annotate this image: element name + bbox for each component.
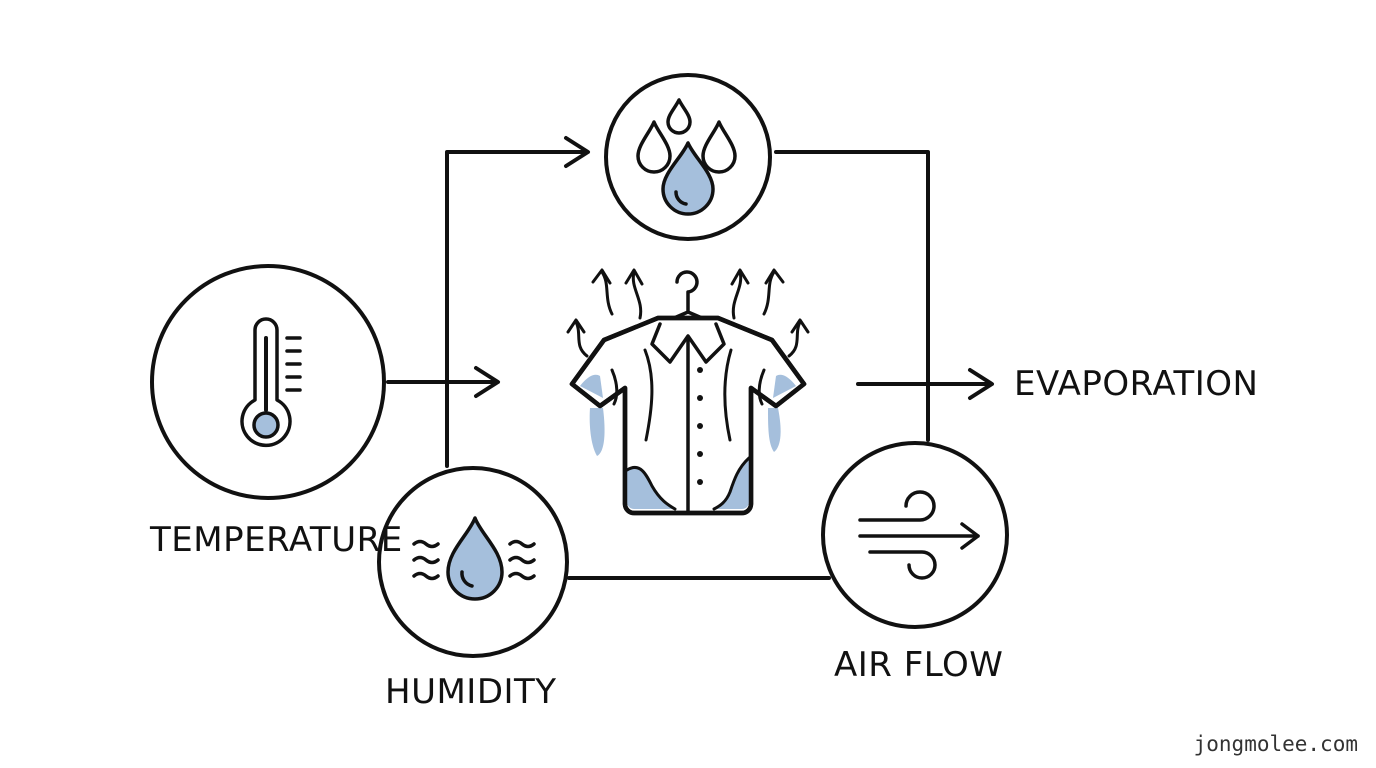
- arrowhead-temperature: [474, 366, 500, 398]
- water-drops-icon: [636, 98, 737, 216]
- thermometer-icon: [240, 317, 302, 448]
- connector-top-right: [774, 150, 930, 442]
- air-flow-label: AIR FLOW: [834, 645, 1004, 685]
- shirt-buttons: [697, 367, 703, 485]
- connector-lines: [386, 136, 994, 580]
- connector-top-left: [445, 150, 587, 468]
- shirt-collar: [650, 322, 726, 364]
- humidity-node: [377, 466, 569, 658]
- evaporation-label: EVAPORATION: [1014, 364, 1259, 404]
- wind-icon: [858, 490, 980, 580]
- steam-arrows: [566, 268, 810, 358]
- watermark: jongmolee.com: [1193, 732, 1358, 756]
- humidity-label: HUMIDITY: [385, 672, 557, 712]
- temperature-node: [150, 264, 386, 500]
- temperature-label: TEMPERATURE: [150, 520, 403, 560]
- airflow-node: [821, 441, 1009, 629]
- arrowhead-evaporation: [968, 368, 994, 400]
- wet-shirt-on-hanger-icon: [566, 268, 810, 516]
- humid-drop-icon: [412, 516, 536, 601]
- moisture-node: [604, 73, 772, 241]
- arrowhead-top: [564, 136, 590, 168]
